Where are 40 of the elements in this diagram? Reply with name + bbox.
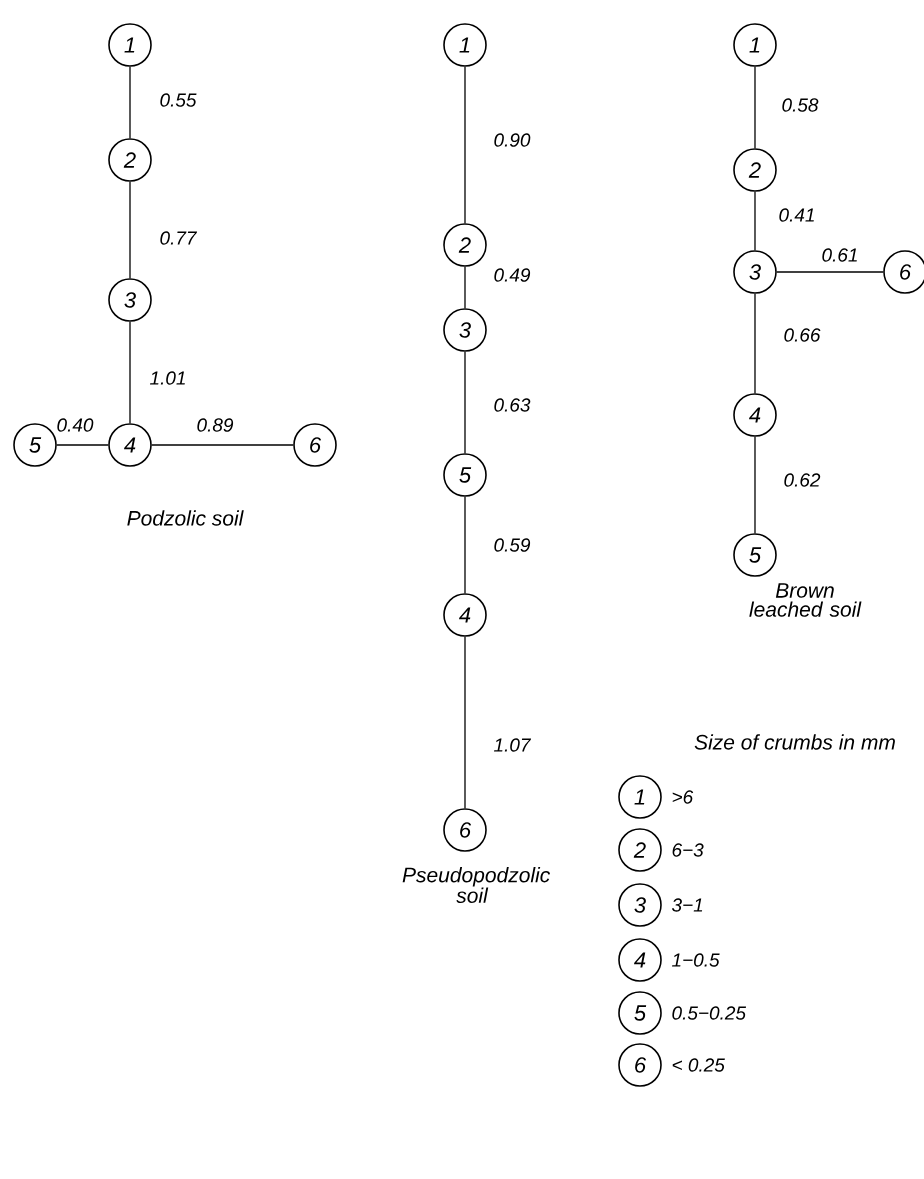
legend-text: 0.5−0.25 — [672, 1006, 747, 1020]
edge-label: 0.49 — [492, 267, 532, 283]
legend-text: < 0.25 — [672, 1058, 725, 1072]
soil-label: Brown leached soil — [749, 583, 862, 617]
connector-line — [754, 191, 756, 251]
connector-line — [464, 636, 466, 809]
legend-text: 3−1 — [671, 898, 703, 912]
legend-text: >6 — [672, 790, 694, 804]
connector-line — [464, 496, 466, 594]
connector-line — [464, 66, 466, 224]
edge-label: 0.59 — [492, 537, 532, 553]
edge-label: 0.63 — [492, 397, 532, 413]
connector-line — [754, 66, 756, 149]
soil-label: Pseudopodzolic soil — [402, 867, 550, 903]
edge-label: 0.90 — [492, 132, 532, 148]
connector-line — [151, 444, 294, 446]
edge-label: 0.62 — [782, 472, 822, 488]
edge-label: 0.55 — [158, 92, 198, 108]
soil-label: Podzolic soil — [127, 510, 244, 526]
edge-label: 1.01 — [148, 370, 188, 386]
edge-label: 1.07 — [492, 737, 532, 753]
edge-label: 0.89 — [195, 417, 235, 433]
connector-line — [776, 271, 884, 273]
connector-line — [129, 181, 131, 279]
connector-line — [754, 436, 756, 534]
connector-line — [754, 293, 756, 394]
edge-label: 0.58 — [780, 97, 820, 113]
connector-line — [464, 266, 466, 309]
legend-text: 6−3 — [672, 843, 704, 857]
edge-label: 0.66 — [782, 327, 822, 343]
connector-line — [56, 444, 109, 446]
connector-line — [129, 66, 131, 139]
soil-label: Size of crumbs in mm — [694, 734, 895, 750]
edge-label: 0.77 — [158, 230, 198, 246]
connector-line — [464, 351, 466, 454]
edge-label: 0.40 — [55, 417, 95, 433]
edge-label: 0.41 — [777, 207, 817, 223]
edge-label: 0.61 — [820, 247, 860, 263]
legend-text: 1−0.5 — [672, 953, 720, 967]
connector-line — [129, 321, 131, 424]
